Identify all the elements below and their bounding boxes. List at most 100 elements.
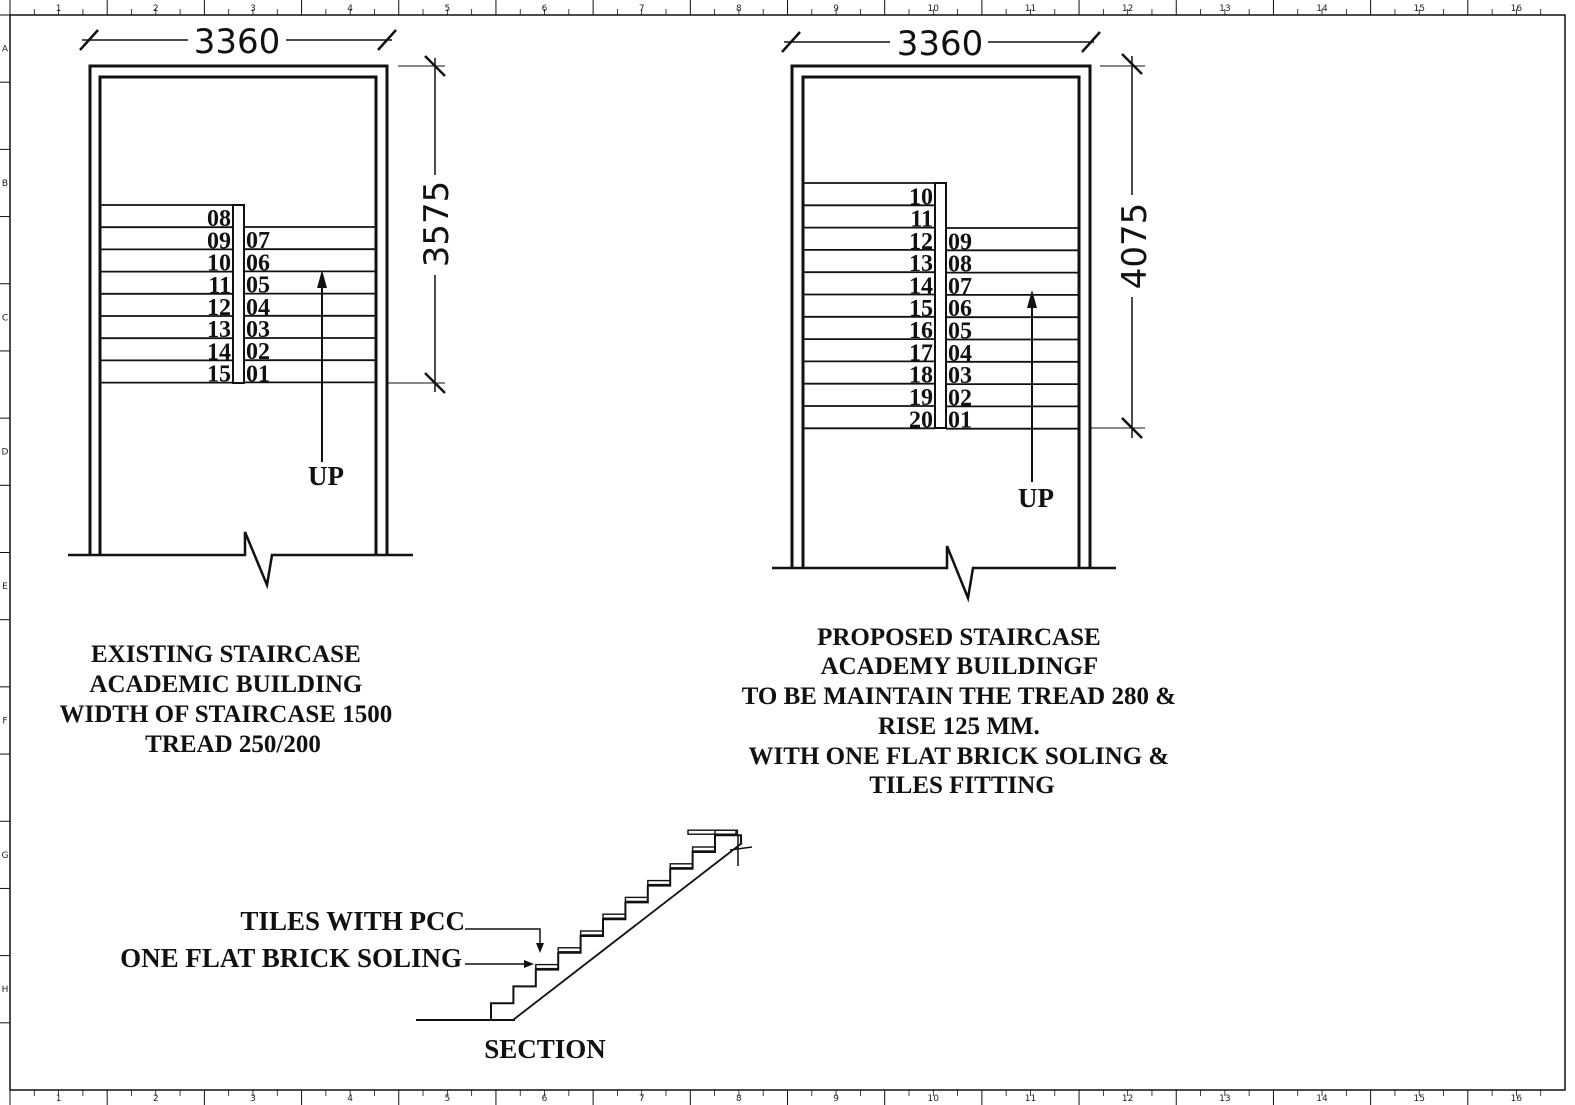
step-number: 01: [246, 361, 270, 387]
proposed-caption-line-4: RISE 125 MM.: [878, 713, 1040, 740]
tile-layer: [669, 863, 694, 869]
ruler-column-label: 9: [833, 1094, 839, 1104]
step-number: 04: [948, 341, 972, 367]
step-number: 08: [207, 206, 231, 232]
existing-outer-wall: [88, 64, 389, 555]
tile-layer: [647, 879, 671, 886]
existing-break-line: [68, 531, 413, 590]
stair-section: TILES WITH PCC ONE FLAT BRICK SOLING SEC…: [120, 829, 753, 1064]
step-number: 05: [246, 273, 270, 299]
ruler-column-label: 11: [1025, 1094, 1036, 1104]
ruler-row-label: H: [2, 985, 9, 995]
step-number: 08: [948, 252, 972, 278]
existing-up-arrow-icon: [317, 270, 327, 288]
ruler-column-label: 5: [444, 1094, 450, 1104]
step-number: 07: [246, 228, 270, 254]
section-tile-layers: [535, 829, 739, 970]
step-number: 19: [909, 385, 933, 411]
ruler-column-label: 14: [1316, 1094, 1328, 1104]
step-number: 18: [909, 363, 933, 389]
tiles-with-pcc-label: TILES WITH PCC: [240, 906, 465, 936]
step-number: 20: [909, 407, 933, 433]
ruler-column-label: 7: [639, 1094, 645, 1104]
step-number: 15: [909, 296, 933, 322]
proposed-height-dimension: 4075: [1090, 53, 1155, 439]
step-number: 11: [910, 207, 933, 233]
step-number: 03: [948, 363, 972, 389]
ruler-column-label: 1: [56, 1094, 62, 1104]
proposed-outer-wall: [790, 64, 1092, 568]
existing-caption-line-4: TREAD 250/200: [145, 731, 321, 758]
ruler-row-label: F: [2, 716, 7, 726]
step-number: 02: [246, 339, 270, 365]
tiles-leader: [465, 928, 541, 948]
proposed-up-arrow-icon: [1027, 290, 1037, 308]
step-number: 10: [207, 251, 231, 277]
step-number: 07: [948, 274, 972, 300]
tile-layer: [602, 913, 627, 919]
flat-brick-soling-label: ONE FLAT BRICK SOLING: [120, 943, 462, 973]
step-number: 06: [948, 296, 972, 322]
step-number: 17: [909, 340, 933, 366]
existing-newel: [232, 204, 245, 384]
tile-layer: [535, 963, 559, 970]
proposed-width-text: 3360: [897, 24, 984, 64]
ruler-row-label: B: [2, 179, 8, 189]
proposed-caption-line-2: ACADEMY BUILDINGF: [821, 653, 1098, 680]
proposed-caption-line-5: WITH ONE FLAT BRICK SOLING &: [749, 743, 1170, 770]
ruler-row-label: E: [2, 582, 8, 592]
existing-width-text: 3360: [194, 22, 281, 62]
ruler-column-label: 15: [1413, 1094, 1424, 1104]
ruler-row-label: G: [2, 851, 9, 861]
existing-height-text: 3575: [417, 181, 457, 268]
tile-layer: [557, 947, 582, 953]
ruler-row-label: C: [2, 313, 8, 323]
tile-layer: [687, 829, 737, 835]
step-number: 10: [909, 184, 933, 210]
existing-caption-line-2: ACADEMIC BUILDING: [89, 671, 362, 698]
proposed-up-label: UP: [1018, 483, 1054, 513]
ruler-column-label: 16: [1511, 1094, 1523, 1104]
section-step-profile: [490, 834, 742, 1020]
section-label: SECTION: [484, 1034, 606, 1064]
step-number: 15: [207, 362, 231, 388]
existing-up-label: UP: [308, 461, 344, 491]
ruler-column-label: 12: [1122, 1094, 1133, 1104]
proposed-caption: PROPOSED STAIRCASE ACADEMY BUILDINGF TO …: [742, 624, 1183, 799]
proposed-caption-line-6: TILES FITTING: [869, 772, 1055, 799]
proposed-inner-wall: [801, 75, 1081, 568]
ruler-column-label: 13: [1219, 1094, 1230, 1104]
tile-layer: [579, 930, 604, 936]
existing-height-dimension: 3575: [388, 55, 457, 394]
proposed-height-text: 4075: [1115, 203, 1155, 290]
tiles-leader-arrow-icon: [536, 943, 544, 953]
step-number: 05: [948, 319, 972, 345]
proposed-caption-line-1: PROPOSED STAIRCASE: [817, 624, 1101, 651]
tile-layer: [691, 846, 716, 852]
existing-treads: [100, 204, 376, 384]
proposed-caption-line-3: TO BE MAINTAIN THE TREAD 280 &: [742, 683, 1176, 710]
proposed-break-line: [772, 545, 1116, 603]
step-number: 13: [207, 317, 231, 343]
existing-width-dimension: 3360: [79, 22, 397, 62]
step-number: 13: [909, 251, 933, 277]
ruler-column-label: 3: [250, 1094, 256, 1104]
section-slab-soffit: [512, 842, 743, 1021]
proposed-treads: [803, 182, 1079, 430]
ruler-row-label: D: [2, 448, 9, 458]
step-number: 14: [207, 339, 231, 365]
ruler-column-label: 2: [153, 1094, 159, 1104]
step-number: 12: [207, 295, 231, 321]
soling-leader-arrow-icon: [524, 960, 534, 968]
step-number: 09: [948, 229, 972, 255]
ruler-column-label: 4: [347, 1094, 353, 1104]
proposed-width-dimension: 3360: [781, 24, 1101, 64]
ruler-column-label: 10: [928, 1094, 940, 1104]
